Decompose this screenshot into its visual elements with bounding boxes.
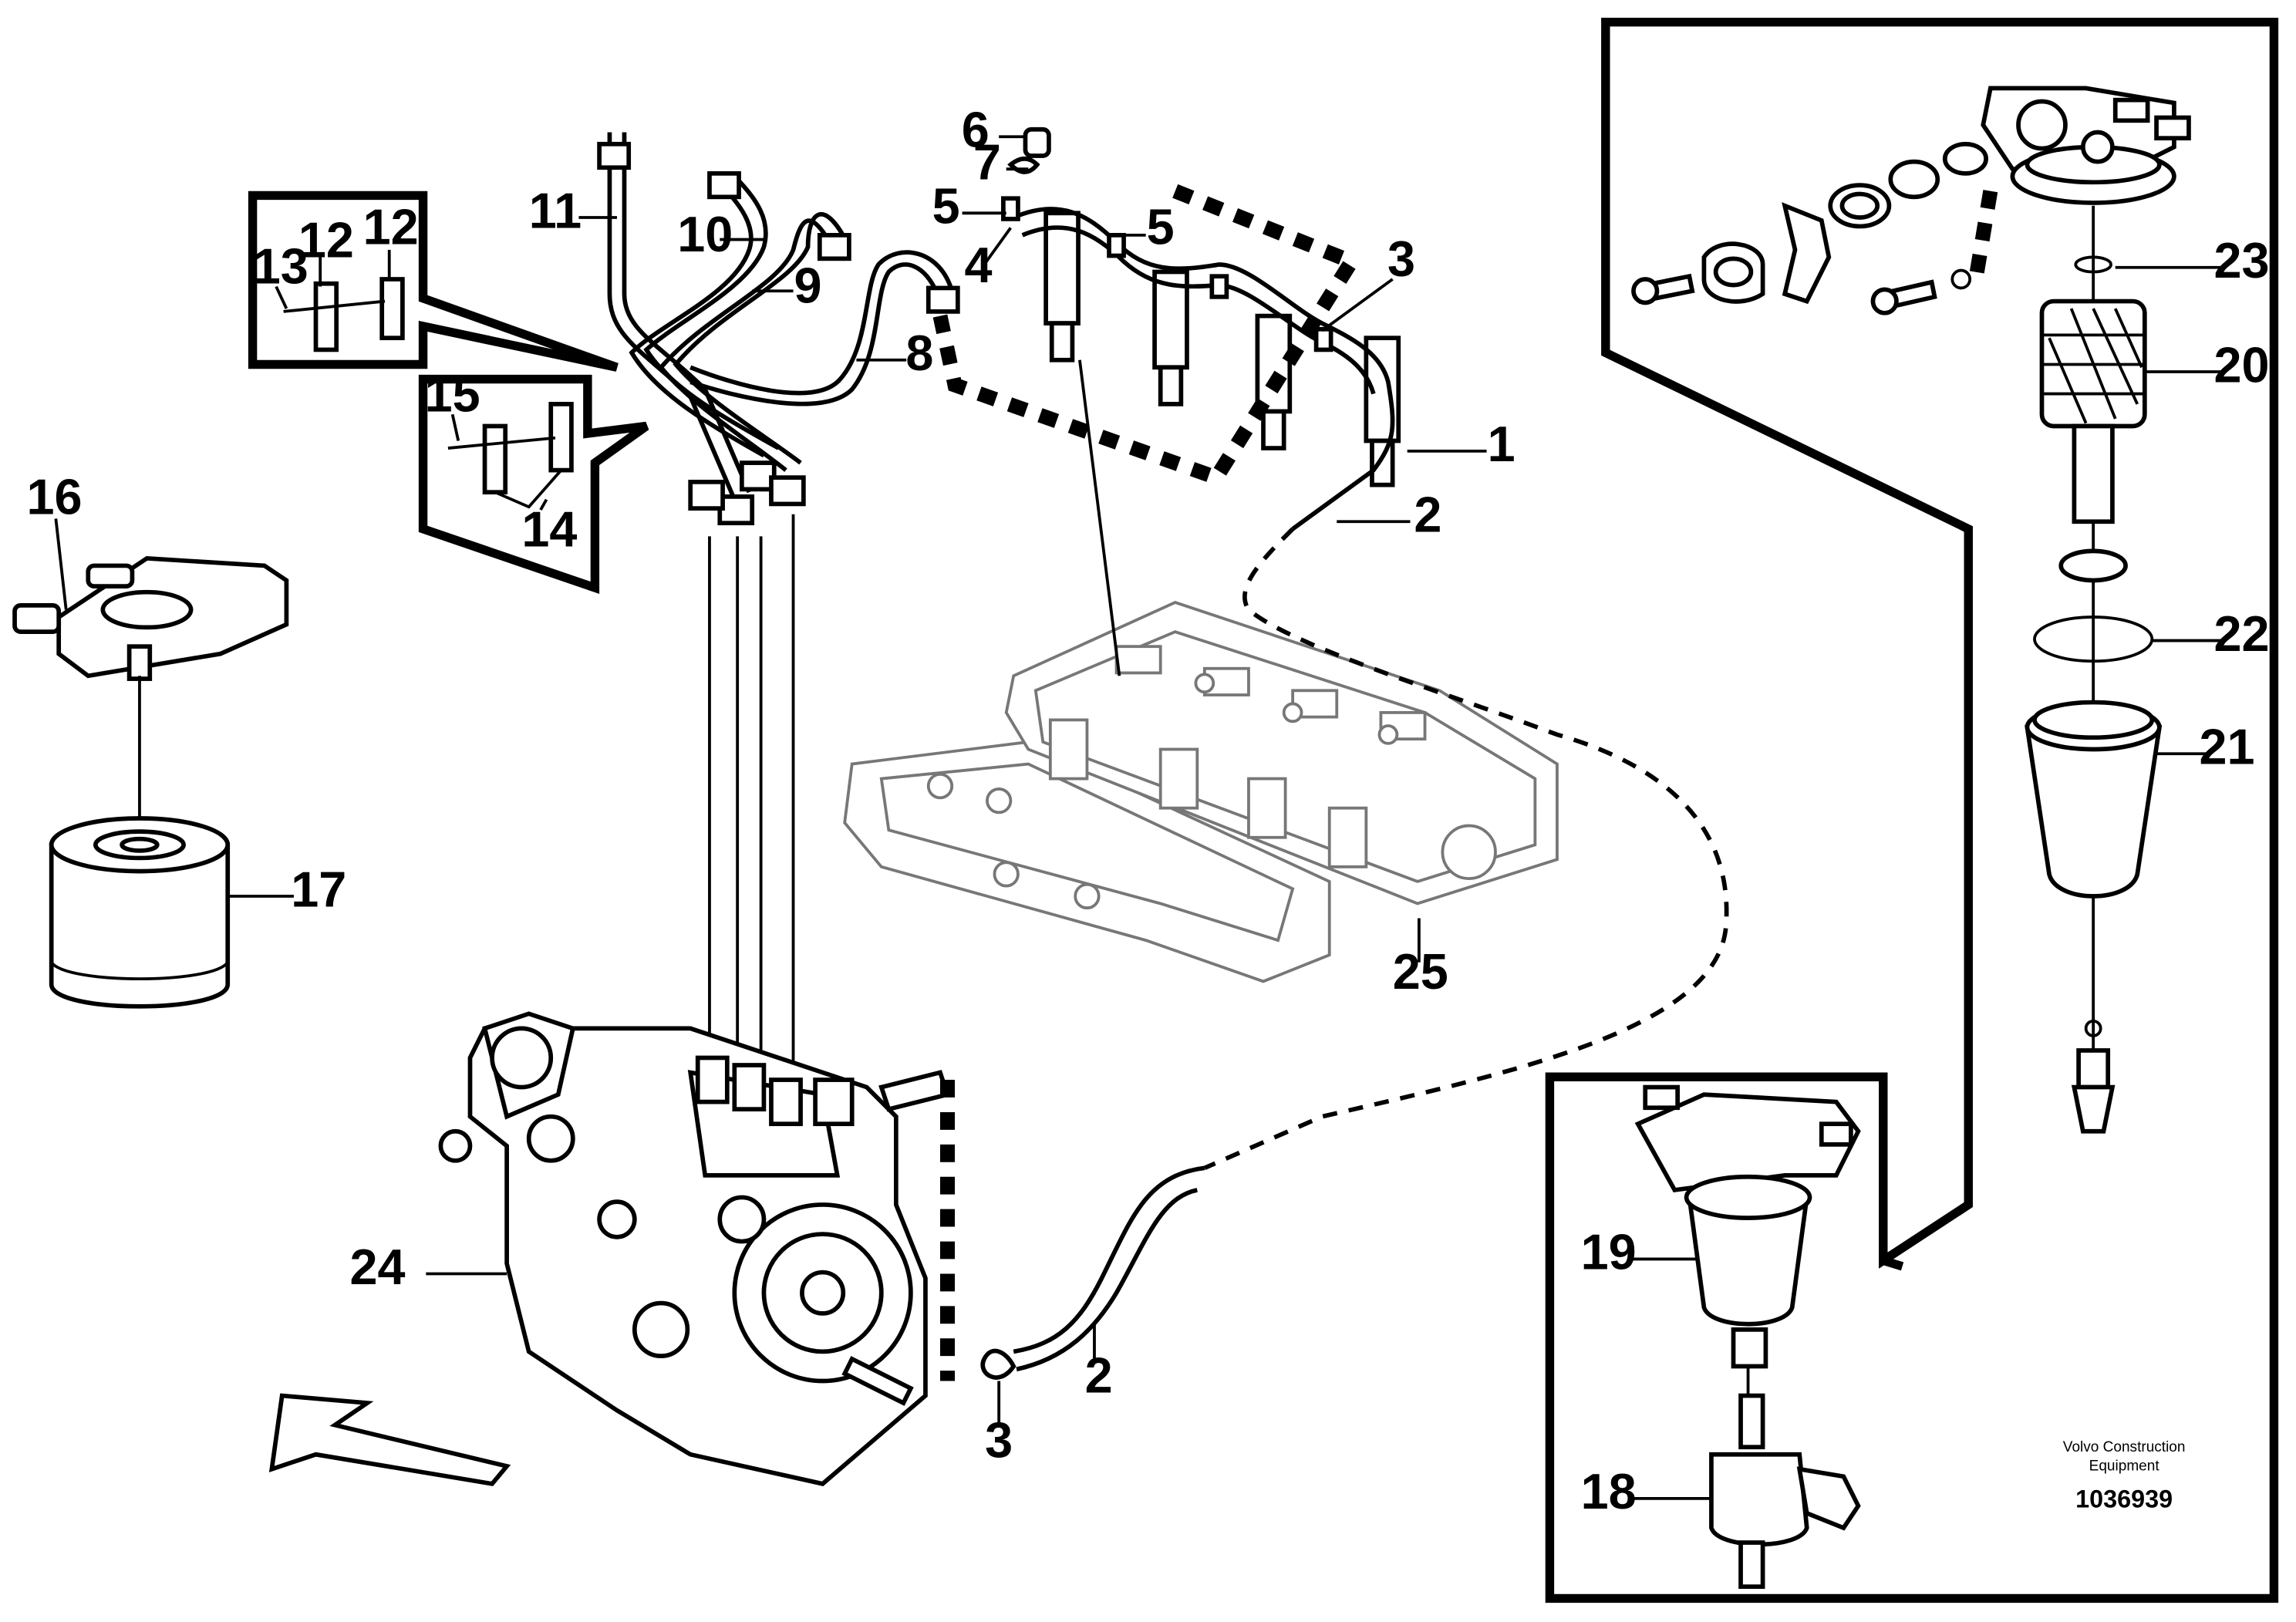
callout-24: 24 <box>349 1239 405 1295</box>
callout-22: 22 <box>2214 605 2270 662</box>
pipe-nut-11 <box>597 141 632 170</box>
clamp-detail-box-2 <box>418 374 649 594</box>
callout-2-return: 2 <box>1414 487 1441 543</box>
filter-head-16 <box>12 555 289 681</box>
cylinder-head <box>843 600 1559 983</box>
ring <box>2058 548 2128 583</box>
drain-plug <box>2071 1019 2116 1134</box>
electric-pump-18 <box>1709 1393 1861 1590</box>
callout-19: 19 <box>1581 1224 1637 1280</box>
callout-3-bottom: 3 <box>985 1412 1013 1469</box>
callout-14: 14 <box>521 501 577 558</box>
callout-13: 13 <box>253 238 308 295</box>
bowl-21 <box>2025 700 2163 899</box>
callout-21: 21 <box>2199 719 2254 775</box>
leader-lines <box>54 135 2221 1500</box>
callout-12-left: 12 <box>298 211 354 268</box>
callout-labels: 1 2 2 3 3 4 5 5 6 7 8 9 10 11 12 12 13 1… <box>26 102 2269 1520</box>
strainer-20 <box>2039 298 2147 524</box>
return-hose-dashed <box>1203 527 1729 1170</box>
separator-small-parts <box>1631 141 1988 315</box>
injectors <box>1043 211 1401 487</box>
callout-16: 16 <box>26 469 82 525</box>
drawing-number: 1036939 <box>2075 1485 2173 1512</box>
filter-cartridge-17 <box>49 816 231 1009</box>
injection-pipes <box>597 132 960 526</box>
callout-11: 11 <box>529 182 582 238</box>
title-block: Volvo Construction Equipment 1036939 <box>2063 1439 2186 1512</box>
leak-off-pipe <box>1013 207 1395 531</box>
callout-23: 23 <box>2214 232 2270 288</box>
callout-17: 17 <box>291 861 346 917</box>
callout-5-left: 5 <box>932 178 960 234</box>
callout-20: 20 <box>2214 336 2270 393</box>
callout-1: 1 <box>1488 416 1515 472</box>
hose-clamp-3 <box>980 1348 1017 1380</box>
injection-pump-24 <box>438 1011 951 1486</box>
detail-box-water-separator <box>1545 17 2279 1603</box>
callout-10: 10 <box>677 206 733 262</box>
separator-19 <box>1634 1084 1861 1369</box>
callout-6: 6 <box>962 102 990 158</box>
separator-head <box>1981 86 2191 205</box>
cap-6 <box>1023 126 1051 158</box>
callout-7: 7 <box>973 133 1001 190</box>
brand-line-1: Volvo Construction <box>2063 1439 2186 1455</box>
callout-15: 15 <box>425 366 480 422</box>
o-ring-23 <box>2074 255 2112 274</box>
banjo-bolt-5 <box>1001 196 1020 221</box>
clamp-detail-box-1 <box>248 191 619 372</box>
brand-line-2: Equipment <box>2089 1458 2160 1475</box>
front-direction-arrow <box>268 1393 511 1486</box>
callout-25: 25 <box>1393 943 1448 1000</box>
callout-12-right: 12 <box>363 198 419 255</box>
callout-2-feed: 2 <box>1085 1347 1113 1404</box>
callout-3-top: 3 <box>1387 231 1415 287</box>
injector-group-boundary <box>932 184 1363 487</box>
callout-5-right: 5 <box>1147 198 1175 255</box>
callout-4: 4 <box>965 237 993 293</box>
callout-9: 9 <box>794 257 822 313</box>
callout-8: 8 <box>905 325 933 381</box>
callout-18: 18 <box>1581 1463 1637 1519</box>
